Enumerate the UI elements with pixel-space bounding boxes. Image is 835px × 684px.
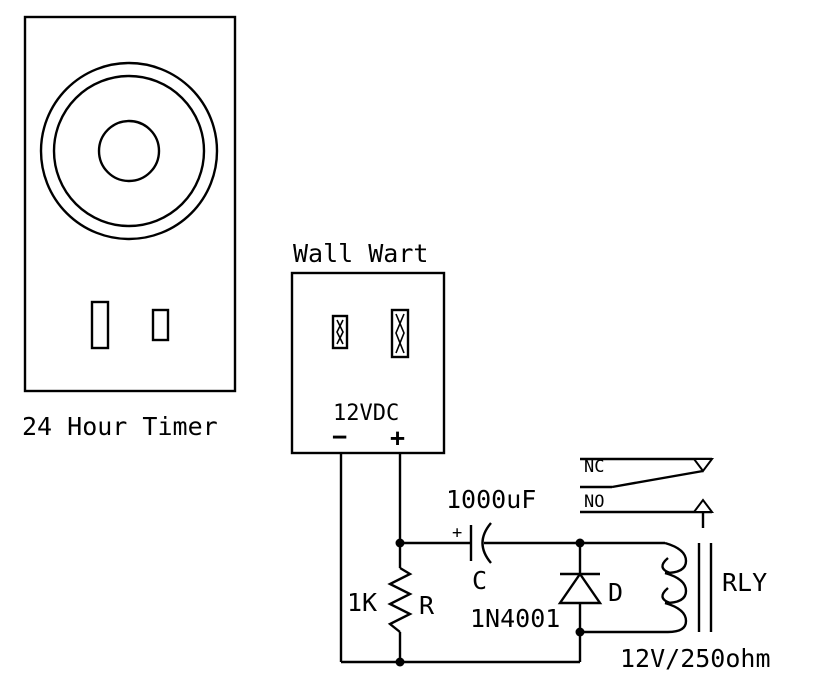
- nc-contact-label: NC: [584, 457, 604, 477]
- timer-socket-slot-small: [151, 308, 170, 342]
- voltage-label: 12VDC: [333, 401, 399, 426]
- timer-body: [23, 15, 237, 393]
- minus-terminal-label: −: [332, 422, 347, 451]
- capacitor-name-label: C: [472, 566, 487, 595]
- capacitor-plus-label: +: [452, 523, 462, 543]
- timer-socket-slot-large: [90, 300, 110, 350]
- no-contact-label: NO: [584, 492, 604, 512]
- junction-dots: [395, 538, 585, 667]
- diode-name-label: D: [608, 578, 623, 607]
- timer-device: [23, 15, 237, 393]
- prong-left: [331, 314, 349, 350]
- timer-dial-knob: [97, 119, 161, 183]
- capacitor-value-label: 1000uF: [446, 485, 536, 514]
- resistor-value-label: 1K: [347, 588, 377, 617]
- prong-right: [390, 308, 410, 359]
- resistor-symbol: [387, 566, 413, 633]
- timer-label: 24 Hour Timer: [22, 412, 218, 441]
- diode-part-label: 1N4001: [470, 604, 560, 633]
- wall-wart-body: [290, 271, 446, 455]
- relay-coil: [661, 541, 713, 634]
- relay-contacts: [580, 457, 714, 528]
- wires: [339, 453, 668, 664]
- wall-wart: [290, 271, 446, 455]
- relay-name-label: RLY: [722, 568, 767, 597]
- resistor-name-label: R: [419, 591, 435, 620]
- plus-terminal-label: +: [390, 423, 405, 452]
- timer-dial-outer: [39, 61, 219, 241]
- diode-symbol: [557, 571, 603, 605]
- wall-wart-label: Wall Wart: [293, 239, 428, 268]
- timer-dial-inner: [52, 74, 206, 228]
- capacitor-symbol: [469, 522, 492, 564]
- relay-spec-label: 12V/250ohm: [620, 644, 771, 673]
